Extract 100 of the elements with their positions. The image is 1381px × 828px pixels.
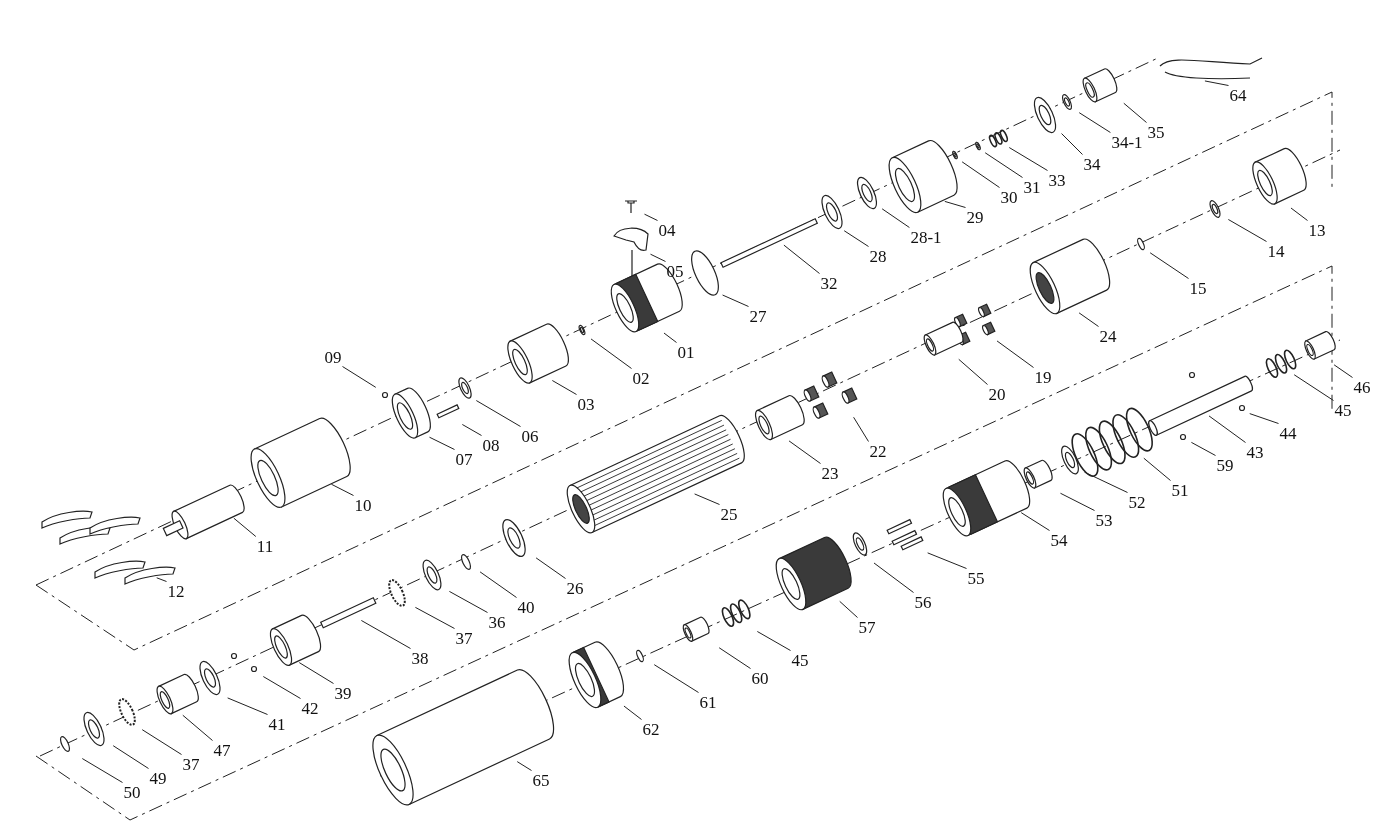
leader-line: [590, 338, 632, 369]
callout-number: 53: [1094, 510, 1114, 530]
callout-number: 28: [868, 246, 888, 266]
leader-line: [360, 620, 411, 649]
leader-line: [475, 400, 521, 427]
leader-line: [1084, 471, 1128, 493]
leader-line: [81, 758, 123, 783]
leader-line: [927, 552, 967, 569]
callout-number: 28-1: [909, 227, 943, 247]
leader-line: [551, 380, 577, 395]
leader-line: [694, 493, 720, 505]
callout-number: 13: [1307, 220, 1327, 240]
leader-line: [756, 631, 791, 651]
callout-number: 04: [657, 220, 677, 240]
leader-line: [227, 697, 268, 715]
callout-number: 41: [267, 714, 287, 734]
callout-number: 47: [212, 740, 232, 760]
callout-number: 62: [641, 719, 661, 739]
leader-line: [1293, 374, 1334, 401]
leader-line: [479, 571, 517, 598]
callout-number: 08: [481, 435, 501, 455]
leader-line: [1249, 413, 1279, 424]
callout-number: 61: [698, 692, 718, 712]
leader-line: [414, 606, 455, 629]
leader-line: [298, 662, 334, 684]
leader-line: [1204, 80, 1229, 86]
leader-line: [644, 213, 658, 221]
leader-line: [873, 562, 914, 593]
callout-number: 10: [353, 495, 373, 515]
callout-number: 37: [181, 754, 201, 774]
leader-line: [961, 161, 1000, 188]
leader-line: [182, 714, 213, 741]
callout-number: 44: [1278, 423, 1298, 443]
leader-line: [330, 483, 354, 496]
leader-line: [1143, 457, 1171, 481]
leader-line: [1290, 207, 1308, 221]
callout-number: 55: [966, 568, 986, 588]
callout-number: 23: [820, 463, 840, 483]
callout-number: 42: [300, 698, 320, 718]
leader-line: [718, 647, 751, 669]
callout-number: 27: [748, 306, 768, 326]
leader-line: [984, 152, 1023, 178]
callout-number: 64: [1228, 85, 1248, 105]
callout-number: 60: [750, 668, 770, 688]
leader-line: [112, 745, 149, 769]
callout-number: 49: [148, 768, 168, 788]
callout-number: 45: [790, 650, 810, 670]
callout-number: 65: [531, 770, 551, 790]
callout-number: 51: [1170, 480, 1190, 500]
callout-number: 56: [913, 592, 933, 612]
callout-number: 30: [999, 187, 1019, 207]
callout-number: 37: [454, 628, 474, 648]
leader-line: [156, 577, 167, 582]
leader-line: [1208, 415, 1246, 443]
callout-number: 59: [1215, 455, 1235, 475]
leader-line: [1078, 312, 1099, 327]
callout-number: 52: [1127, 492, 1147, 512]
leader-line: [1190, 441, 1216, 456]
leader-line: [653, 664, 699, 693]
callout-number: 50: [122, 782, 142, 802]
callout-number: 54: [1049, 530, 1069, 550]
leader-line: [722, 294, 749, 307]
leader-line: [342, 366, 377, 388]
callout-number: 24: [1098, 326, 1118, 346]
callout-number: 43: [1245, 442, 1265, 462]
leader-line: [958, 358, 988, 385]
leader-line: [843, 230, 869, 247]
leader-line: [1123, 102, 1147, 123]
leader-line: [650, 253, 666, 262]
leader-line: [535, 557, 566, 579]
callout-number: 03: [576, 394, 596, 414]
callout-number: 11: [255, 536, 275, 556]
callout-number: 01: [676, 342, 696, 362]
leader-line: [839, 600, 858, 618]
leader-line: [1059, 492, 1095, 511]
leader-line: [516, 761, 532, 771]
callout-number: 20: [987, 384, 1007, 404]
callout-number: 19: [1033, 367, 1053, 387]
callout-number: 35: [1146, 122, 1166, 142]
callout-number: 09: [323, 347, 343, 367]
leader-line: [783, 244, 820, 274]
leader-line: [1149, 252, 1189, 279]
callout-number: 05: [665, 261, 685, 281]
callout-number: 33: [1047, 170, 1067, 190]
leader-line: [461, 424, 482, 436]
callout-number: 22: [868, 441, 888, 461]
callout-number: 31: [1022, 177, 1042, 197]
leader-line: [996, 340, 1034, 368]
callout-number: 40: [516, 597, 536, 617]
callout-number: 34-1: [1110, 132, 1144, 152]
leader-line: [1078, 112, 1111, 133]
leader-line: [1333, 364, 1353, 378]
callout-number: 34: [1082, 154, 1102, 174]
callout-number: 29: [965, 207, 985, 227]
callout-number: 06: [520, 426, 540, 446]
callout-number: 02: [631, 368, 651, 388]
leader-line: [233, 517, 257, 537]
leader-line: [853, 416, 869, 442]
leader-line: [1020, 512, 1050, 531]
callout-number: 46: [1352, 377, 1372, 397]
